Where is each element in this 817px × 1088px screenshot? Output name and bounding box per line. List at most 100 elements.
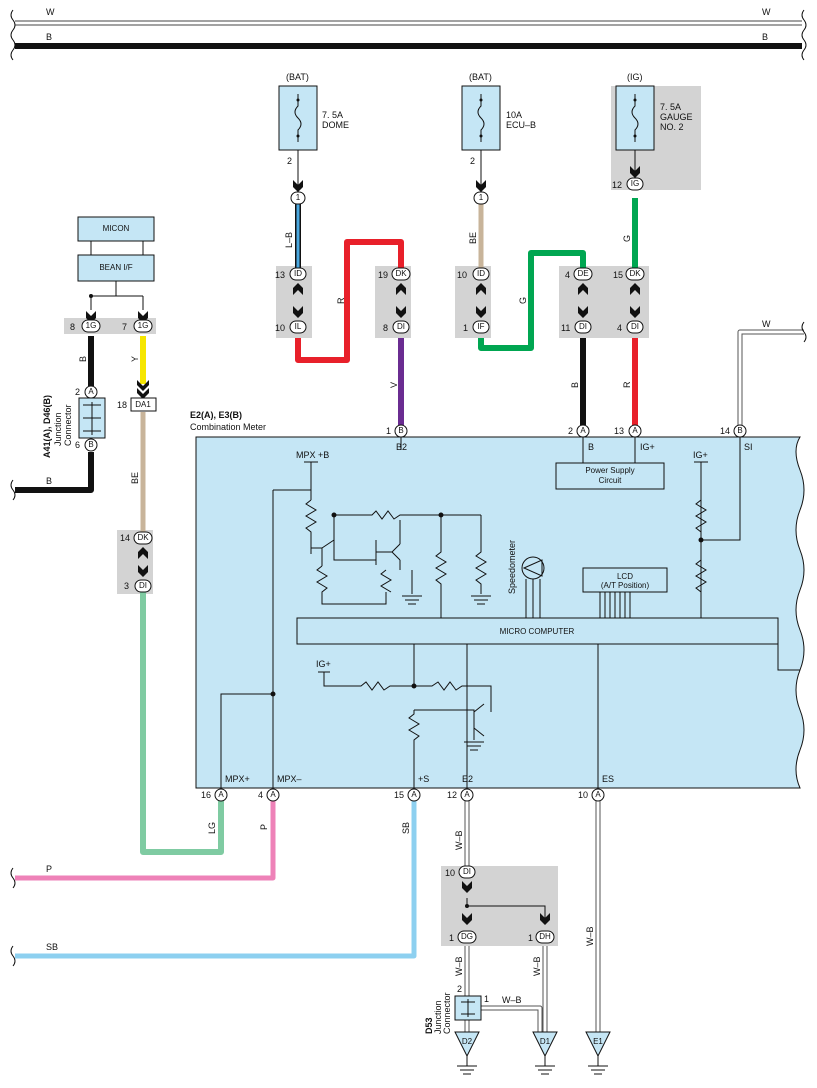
bus-b-right: B — [762, 32, 768, 42]
svg-text:10: 10 — [457, 270, 467, 280]
wire-label-wb: W–B — [532, 956, 542, 976]
svg-text:MPX +B: MPX +B — [296, 450, 329, 460]
svg-text:4: 4 — [258, 790, 263, 800]
meter-internals — [220, 437, 800, 788]
ground-d1: D1 — [532, 1031, 558, 1075]
conn-dome-1: 1 — [290, 191, 306, 205]
svg-text:14: 14 — [120, 533, 130, 543]
svg-text:Connector: Connector — [63, 404, 73, 446]
svg-text:ID: ID — [477, 269, 485, 278]
svg-text:DK: DK — [395, 269, 407, 278]
conn-dg-1: DG1 — [449, 930, 477, 944]
wire-label-wb: W–B — [454, 956, 464, 976]
wire-label-be: BE — [130, 472, 140, 484]
conn-dh-1: DH1 — [528, 930, 555, 944]
conn-di-4: DI4 — [617, 320, 644, 334]
svg-text:7. 5A: 7. 5A — [322, 110, 343, 120]
svg-text:13: 13 — [614, 426, 624, 436]
conn-meter-16a: A16 — [201, 788, 228, 802]
conn-meter-4a: A4 — [258, 788, 280, 802]
svg-text:DK: DK — [629, 269, 641, 278]
wire-label-p: P — [259, 824, 269, 830]
svg-text:10A: 10A — [506, 110, 522, 120]
svg-text:Circuit: Circuit — [599, 476, 622, 485]
conn-jc-b: B6 — [75, 438, 98, 452]
ground-d2: D2 — [454, 1031, 480, 1075]
svg-text:B: B — [737, 426, 742, 435]
svg-text:4: 4 — [617, 323, 622, 333]
wire-labels: L–B R V BE G G B R W B Y BE B LG P SB W–… — [46, 232, 771, 1005]
harness-ends — [10, 321, 807, 967]
svg-text:ES: ES — [602, 774, 614, 784]
svg-text:Speedometer: Speedometer — [507, 540, 517, 594]
svg-text:(BAT): (BAT) — [469, 72, 492, 82]
svg-text:A: A — [464, 790, 470, 799]
svg-text:18: 18 — [117, 400, 127, 410]
wire-label-y: Y — [130, 356, 140, 362]
svg-text:DI: DI — [463, 867, 471, 876]
svg-text:2: 2 — [457, 984, 462, 994]
svg-text:Junction: Junction — [433, 1000, 443, 1034]
svg-text:12: 12 — [612, 180, 622, 190]
svg-text:7: 7 — [122, 322, 127, 332]
conn-if-1: IF1 — [463, 320, 490, 334]
svg-text:MICRO COMPUTER: MICRO COMPUTER — [500, 627, 575, 636]
svg-text:IG+: IG+ — [316, 659, 331, 669]
wire-label-wb: W–B — [585, 926, 595, 946]
wire-label-p-long: P — [46, 864, 52, 874]
bus-w-left: W — [46, 7, 55, 17]
svg-text:2: 2 — [75, 387, 80, 397]
svg-text:1G: 1G — [138, 321, 149, 330]
svg-text:DK: DK — [137, 533, 149, 542]
combination-meter: E2(A), E3(B) Combination Meter — [190, 410, 805, 789]
conn-id-10: ID 10 — [457, 267, 490, 281]
svg-text:BEAN I/F: BEAN I/F — [99, 263, 132, 272]
wire-label-r: R — [622, 381, 632, 388]
conn-ecu-1: 1 — [473, 191, 489, 205]
svg-text:12: 12 — [447, 790, 457, 800]
grounds: D2 D1 E1 — [454, 1031, 611, 1075]
svg-text:1: 1 — [386, 426, 391, 436]
conn-jc-a: A2 — [75, 385, 98, 399]
svg-text:11: 11 — [561, 323, 570, 333]
conn-dk-14: DK 14 — [120, 531, 153, 545]
svg-text:D2: D2 — [462, 1037, 473, 1046]
svg-text:DOME: DOME — [322, 120, 349, 130]
svg-text:E2: E2 — [462, 774, 473, 784]
bus-lines: W W B B — [10, 7, 807, 61]
ground-e1: E1 — [585, 1031, 611, 1075]
svg-text:A: A — [632, 426, 638, 435]
wires — [15, 198, 804, 1032]
svg-text:2: 2 — [568, 426, 573, 436]
wire-label-sb: SB — [401, 822, 411, 834]
junction-connector-left: A41(A), D46(B) Junction Connector — [42, 395, 106, 458]
conn-di-8: DI8 — [383, 320, 410, 334]
svg-text:DH: DH — [539, 932, 551, 941]
fuse-dome: (BAT) 7. 5A DOME 2 — [278, 72, 349, 190]
svg-text:A: A — [411, 790, 417, 799]
conn-meter-15a: A 15 — [394, 788, 421, 802]
bus-b-left: B — [46, 32, 52, 42]
svg-text:10: 10 — [275, 323, 285, 333]
svg-text:7. 5A: 7. 5A — [660, 102, 681, 112]
svg-text:A41(A), D46(B): A41(A), D46(B) — [42, 395, 52, 458]
svg-text:(IG): (IG) — [627, 72, 643, 82]
svg-text:15: 15 — [394, 790, 404, 800]
wire-label-b: B — [46, 476, 52, 486]
svg-text:4: 4 — [565, 270, 570, 280]
conn-meter-2a: A2 — [568, 424, 590, 438]
wire-label-r: R — [336, 297, 346, 304]
svg-text:D1: D1 — [540, 1037, 551, 1046]
svg-text:2: 2 — [470, 156, 475, 166]
svg-text:Junction: Junction — [53, 412, 63, 446]
svg-text:(A/T Position): (A/T Position) — [601, 581, 650, 590]
conn-meter-10a: A10 — [578, 788, 605, 802]
wire-label-wb: W–B — [502, 995, 522, 1005]
svg-text:B: B — [588, 442, 594, 452]
